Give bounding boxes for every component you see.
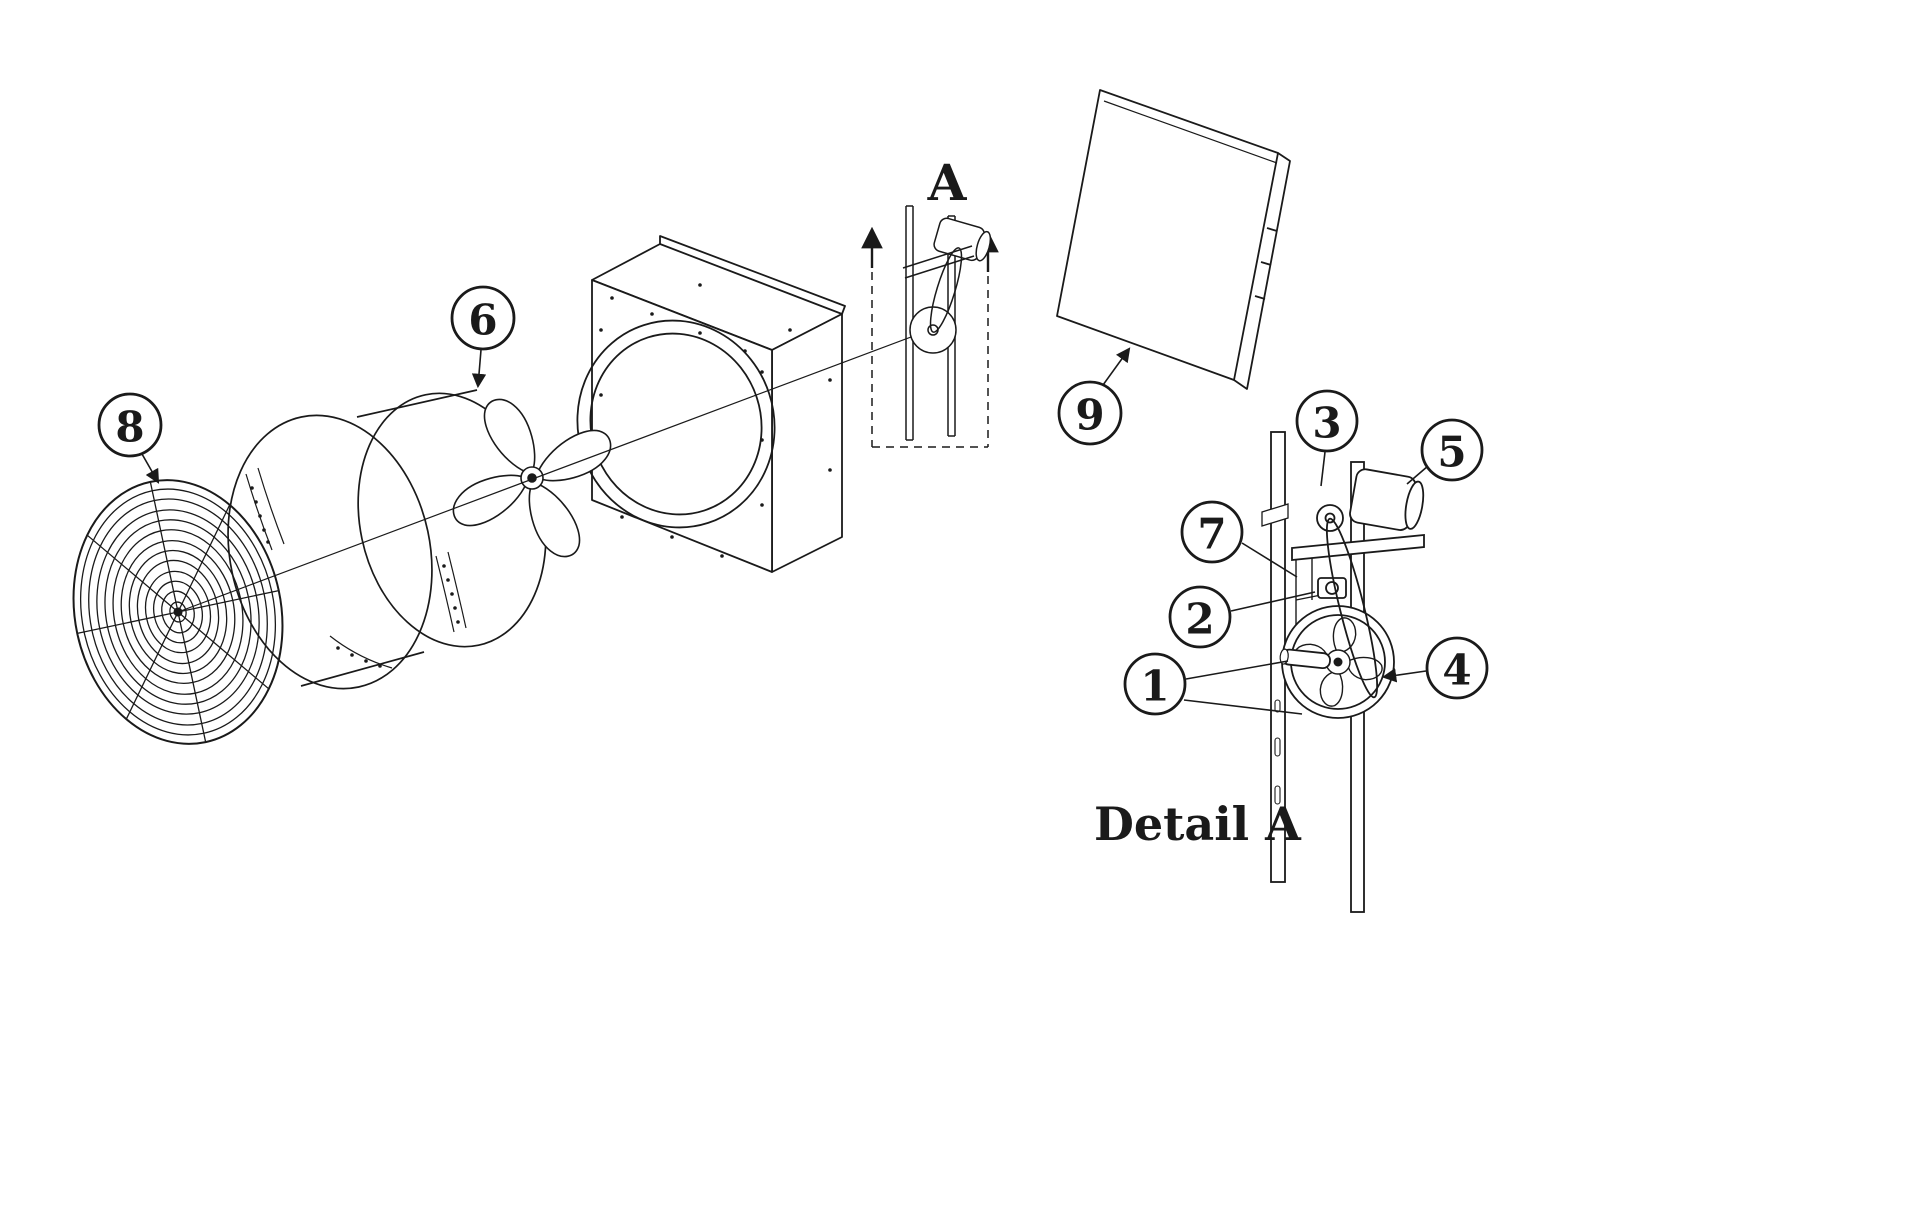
callout-7: 7 <box>1180 500 1298 578</box>
callout-8: 8 <box>97 392 163 484</box>
axis-centerline <box>177 327 936 613</box>
inset-belt <box>929 247 963 333</box>
callout-8-label: 8 <box>115 403 144 452</box>
callout-3-label: 3 <box>1312 399 1341 448</box>
shaft <box>1279 648 1331 670</box>
callout-6-label: 6 <box>468 296 497 345</box>
callout-9-label: 9 <box>1075 391 1104 440</box>
shroud-bolt-holes <box>250 486 460 668</box>
housing-flange <box>659 235 846 315</box>
belt <box>1325 517 1379 699</box>
drive-assembly-detail <box>1261 431 1425 913</box>
inset-pulley <box>909 306 957 354</box>
callout-2-label: 2 <box>1185 595 1214 644</box>
motor <box>1349 468 1425 531</box>
inset-motor <box>933 217 992 262</box>
bearing <box>1317 577 1347 599</box>
housing-right-face <box>771 313 843 573</box>
fan-housing <box>576 235 846 573</box>
shutter-panel <box>1056 89 1291 390</box>
callout-7-label: 7 <box>1197 510 1226 559</box>
callout-5-label: 5 <box>1437 428 1466 477</box>
callout-3: 3 <box>1295 389 1359 487</box>
callout-4-label: 4 <box>1442 646 1471 695</box>
callout-4: 4 <box>1381 636 1489 700</box>
callout-1-label: 1 <box>1140 662 1169 711</box>
motor-mount <box>1291 534 1425 561</box>
callout-1: 1 <box>1123 652 1303 716</box>
drive-assembly-inset <box>861 205 999 448</box>
callout-2: 2 <box>1168 585 1316 649</box>
callout-5: 5 <box>1406 418 1484 485</box>
callout-6: 6 <box>450 285 516 389</box>
detail-marker-label: A <box>927 153 968 212</box>
callout-9: 9 <box>1057 347 1131 446</box>
fan-propeller <box>452 398 612 558</box>
detail-caption: Detail A <box>1094 797 1302 851</box>
fan-guard <box>72 479 284 745</box>
